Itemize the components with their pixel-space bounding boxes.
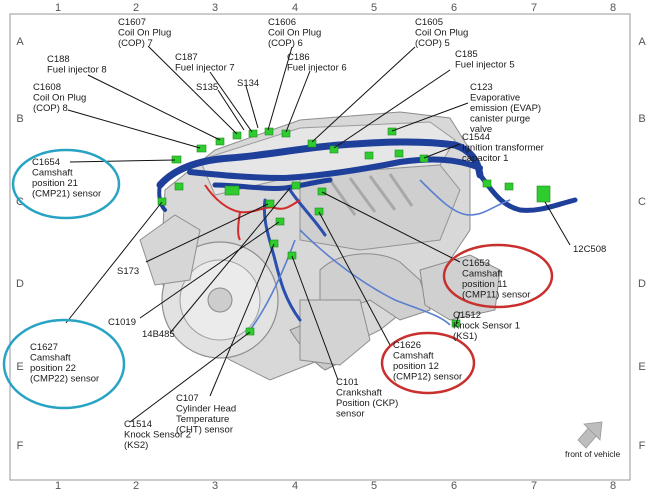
connector-c1608	[196, 144, 207, 153]
grid-col-7-top: 7	[531, 2, 537, 14]
connector-12c508	[536, 185, 551, 203]
connector-harness-1	[364, 151, 374, 160]
callout-s134: S134	[237, 78, 259, 89]
grid-col-4-bottom: 4	[292, 480, 298, 492]
grid-col-2-bottom: 2	[133, 480, 139, 492]
grid-col-7-bottom: 7	[531, 480, 537, 492]
callout-12c508: 12C508	[573, 244, 606, 255]
connector-c188	[215, 137, 225, 146]
highlight-c1627	[2, 318, 126, 410]
grid-col-4-top: 4	[292, 2, 298, 14]
grid-col-1-top: 1	[55, 2, 61, 14]
connector-c1654	[171, 155, 182, 164]
grid-col-6-bottom: 6	[451, 480, 457, 492]
highlight-c1654	[11, 148, 121, 220]
grid-col-3-bottom: 3	[212, 480, 218, 492]
grid-col-3-top: 3	[212, 2, 218, 14]
connector-c1019	[275, 217, 285, 226]
callout-s173: S173	[117, 266, 139, 277]
front-of-vehicle-label: front of vehicle	[565, 449, 621, 459]
connector-c1653	[317, 187, 327, 196]
grid-col-1-bottom: 1	[55, 480, 61, 492]
grid-row-b-left: B	[16, 113, 23, 125]
connector-c185	[329, 145, 339, 154]
connector-c1606	[264, 127, 274, 136]
grid-row-b-right: B	[638, 113, 645, 125]
grid-col-6-top: 6	[451, 2, 457, 14]
grid-col-2-top: 2	[133, 2, 139, 14]
connector-harness-2	[394, 149, 404, 158]
grid-row-a-left: A	[16, 36, 24, 48]
connector-s173	[265, 199, 275, 208]
grid-row-f-right: F	[639, 440, 646, 452]
grid-row-c-right: C	[638, 196, 646, 208]
front-arrow-icon	[577, 421, 603, 449]
connectors	[157, 127, 551, 336]
callout-c1019: C1019	[108, 317, 136, 328]
highlight-c1626	[380, 331, 476, 395]
wiring-harness	[156, 138, 578, 331]
grid-row-e-right: E	[638, 361, 645, 373]
callout-s135: S135	[196, 82, 218, 93]
connector-right-1	[482, 179, 492, 188]
connector-c123	[387, 127, 397, 136]
connector-c1627	[157, 197, 167, 206]
grid-row-a-right: A	[638, 36, 646, 48]
grid-col-8-bottom: 8	[610, 480, 616, 492]
connector-c1605	[307, 139, 317, 148]
connector-c186	[281, 129, 291, 138]
grid-row-e-left: E	[16, 361, 23, 373]
grid-row-d-right: D	[638, 278, 646, 290]
connector-c1607	[232, 131, 242, 140]
grid-col-8-top: 8	[610, 2, 616, 14]
engine-illustration	[139, 111, 501, 381]
connector-right-2	[504, 182, 514, 191]
grid-row-d-left: D	[16, 278, 24, 290]
connector-c1626	[314, 207, 324, 216]
leader-lines	[65, 45, 571, 423]
connector-c107	[269, 239, 279, 248]
grid-frame	[9, 13, 631, 481]
grid-labels: 1 2 3 4 5 6 7 8 1 2 3 4 5 6 7 8 A B C D …	[16, 2, 646, 492]
connector-c187	[248, 129, 258, 138]
grid-row-f-left: F	[17, 440, 24, 452]
highlight-circles	[2, 148, 554, 410]
callout-14b485: 14B485	[142, 329, 175, 340]
connector-center-2	[291, 181, 301, 190]
grid-col-5-top: 5	[371, 2, 377, 14]
connector-center-large	[224, 185, 240, 196]
grid-col-5-bottom: 5	[371, 480, 377, 492]
connector-c1514	[245, 327, 255, 336]
connector-c1544	[419, 154, 429, 163]
highlight-c1653	[442, 243, 554, 309]
front-of-vehicle-indicator: front of vehicle	[565, 421, 621, 459]
connector-side-1	[174, 182, 184, 191]
connector-c101	[287, 251, 297, 260]
